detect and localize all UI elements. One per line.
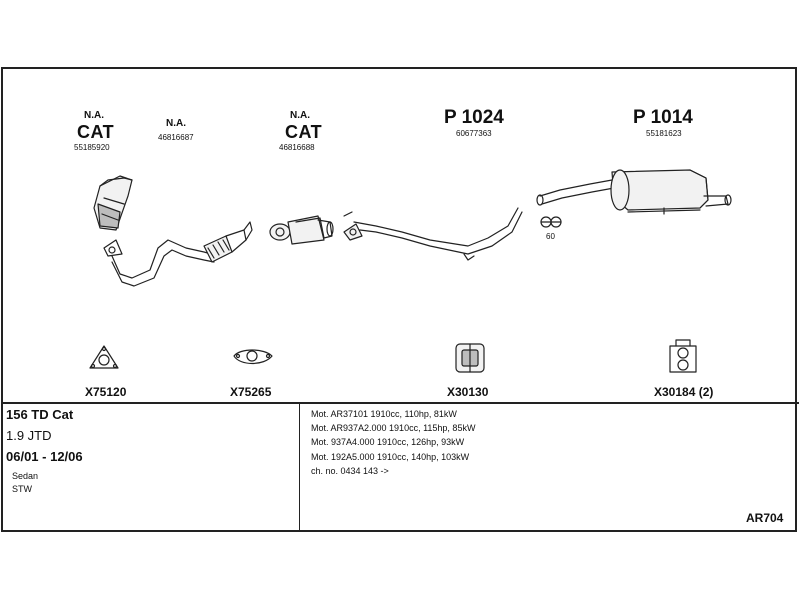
vehicle-engine: 1.9 JTD xyxy=(6,428,52,443)
middle-pipe-upper xyxy=(353,207,519,247)
engine-spec-4: Mot. 192A5.000 1910cc, 140hp, 103kW xyxy=(311,452,470,462)
part-1-number: 55185920 xyxy=(74,143,110,152)
front-pipe-upper xyxy=(111,239,219,279)
part-x30184-label: X30184 (2) xyxy=(654,385,714,399)
engine-spec-1: Mot. AR37101 1910cc, 110hp, 81kW xyxy=(311,409,457,419)
hanger-small-label: 60 xyxy=(546,232,555,241)
front-catalytic-converter-part xyxy=(93,175,133,231)
info-divider xyxy=(1,402,799,404)
rear-silencer-part xyxy=(536,169,732,215)
part-4-number: 60677363 xyxy=(456,129,492,138)
part-x30130-label: X30130 xyxy=(447,385,489,399)
x75265-gasket-part xyxy=(233,349,273,365)
part-2-number: 46816687 xyxy=(158,133,194,142)
vehicle-model: 156 TD Cat xyxy=(6,407,74,422)
x30130-mount-part xyxy=(455,343,485,373)
small-hanger-part xyxy=(540,216,562,228)
part-1-cat: CAT xyxy=(77,122,115,142)
diagram-frame xyxy=(1,67,797,532)
engine-spec-3: Mot. 937A4.000 1910cc, 126hp, 93kW xyxy=(311,437,465,447)
diagram-code: AR704 xyxy=(746,511,784,525)
part-3-number: 46816688 xyxy=(279,143,315,152)
flex-joint-part xyxy=(203,221,253,263)
part-5-code: P 1014 xyxy=(633,107,693,128)
mid-catalytic-converter-part xyxy=(269,215,334,245)
part-5-number: 55181623 xyxy=(646,129,682,138)
vehicle-years: 06/01 - 12/06 xyxy=(6,449,83,464)
part-3-na: N.A. xyxy=(290,110,310,121)
x75120-gasket-part xyxy=(89,345,119,369)
part-2-na: N.A. xyxy=(166,118,186,129)
x30184-hanger-part xyxy=(669,339,697,373)
engine-spec-2: Mot. AR937A2.000 1910cc, 115hp, 85kW xyxy=(311,423,476,433)
part-4-code: P 1024 xyxy=(444,107,504,128)
front-gasket-part xyxy=(103,239,123,257)
body-type-stw: STW xyxy=(12,484,32,494)
front-pipe-lower xyxy=(111,249,215,287)
body-type-sedan: Sedan xyxy=(12,471,39,481)
part-3-cat: CAT xyxy=(285,122,323,142)
part-x75265-label: X75265 xyxy=(230,385,272,399)
info-column-divider xyxy=(299,403,300,531)
chassis-number: ch. no. 0434 143 -> xyxy=(311,466,389,476)
middle-pipe-lower xyxy=(359,211,523,255)
part-x75120-label: X75120 xyxy=(85,385,127,399)
part-1-na: N.A. xyxy=(84,110,104,121)
